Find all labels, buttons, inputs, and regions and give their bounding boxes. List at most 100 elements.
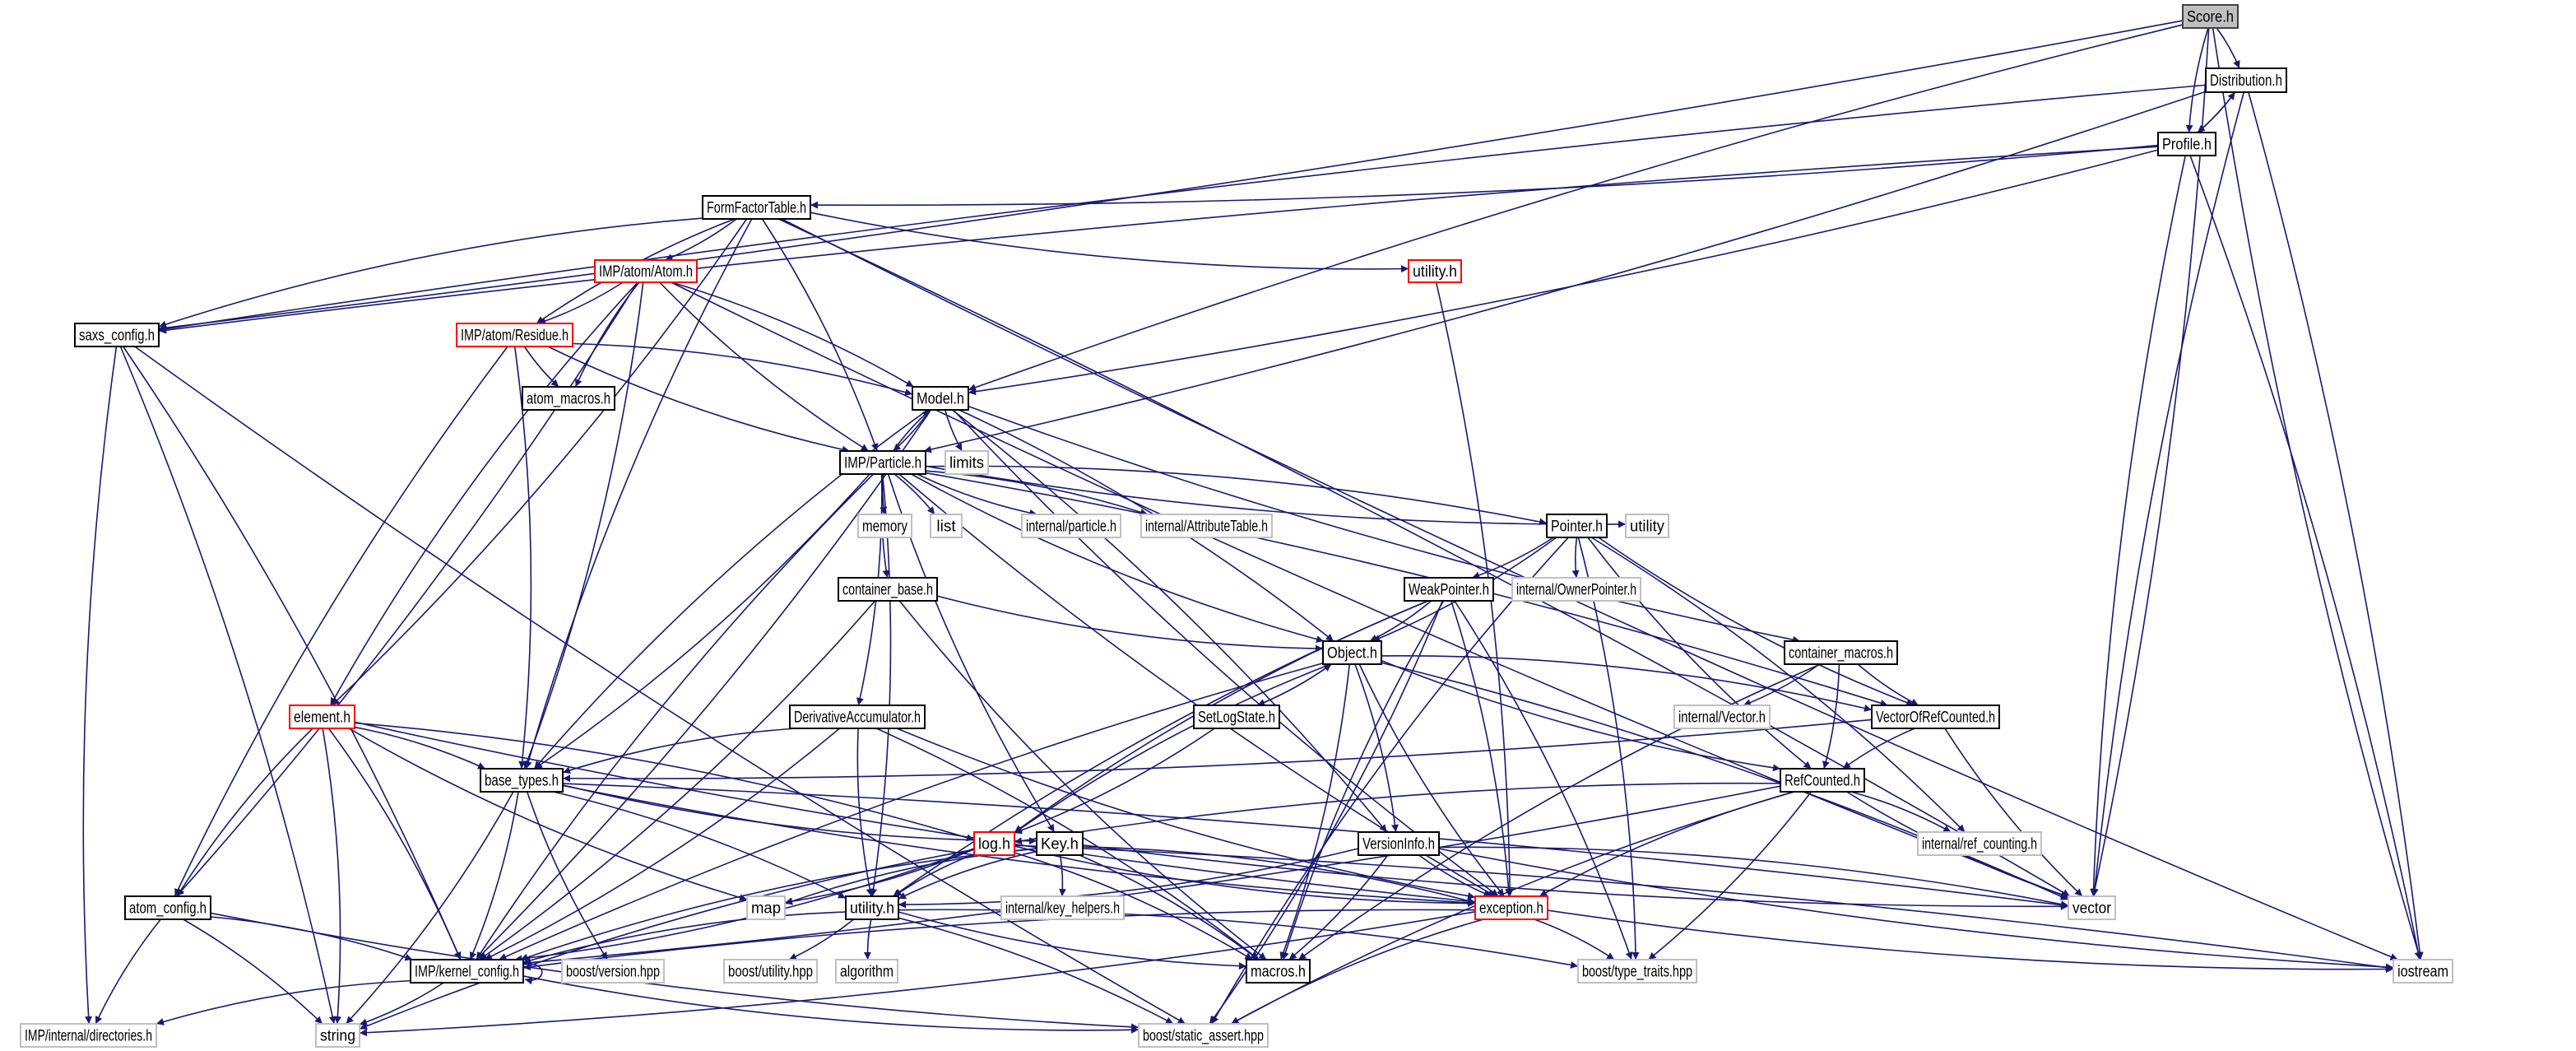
node-box[interactable] [480,768,564,793]
node-box[interactable] [594,259,698,283]
node-model[interactable]: Model.h [912,386,969,411]
node-vector[interactable]: vector [2068,895,2116,920]
node-box[interactable] [1193,705,1280,729]
node-limits[interactable]: limits [945,450,989,475]
node-box[interactable] [2157,132,2216,156]
node-box[interactable] [1577,959,1697,984]
node-container-base[interactable]: container_base.h [838,577,938,602]
node-vector-of-rc[interactable]: VectorOfRefCounted.h [1871,705,2000,729]
node-atom[interactable]: IMP/atom/Atom.h [594,259,698,283]
node-box[interactable] [1021,514,1121,538]
node-directories[interactable]: IMP/internal/directories.h [20,1023,157,1048]
node-box[interactable] [838,577,938,602]
node-box[interactable] [930,514,963,538]
node-saxs-config[interactable]: saxs_config.h [74,323,160,347]
node-box[interactable] [702,195,811,220]
node-box[interactable] [410,959,524,984]
node-ref-counted[interactable]: RefCounted.h [1780,768,1865,793]
node-box[interactable] [74,323,160,347]
node-box[interactable] [1917,831,2042,856]
node-base-types[interactable]: base_types.h [480,768,564,793]
node-set-log-state[interactable]: SetLogState.h [1193,705,1280,729]
node-derivative-acc[interactable]: DerivativeAccumulator.h [789,705,926,729]
node-box[interactable] [1474,895,1548,920]
node-box[interactable] [746,895,786,920]
node-internal-particle[interactable]: internal/particle.h [1021,514,1121,538]
node-container-macros[interactable]: container_macros.h [1784,640,1898,665]
node-box[interactable] [1784,640,1898,665]
node-box[interactable] [561,959,665,984]
node-memory[interactable]: memory [857,514,912,538]
node-box[interactable] [2182,4,2239,29]
node-pointer[interactable]: Pointer.h [1546,514,1608,538]
node-box[interactable] [1322,640,1382,665]
node-boost-version[interactable]: boost/version.hpp [561,959,665,984]
node-box[interactable] [124,895,211,920]
node-box[interactable] [522,386,615,411]
node-box[interactable] [1140,514,1273,538]
node-box[interactable] [2205,67,2287,93]
node-particle[interactable]: IMP/Particle.h [839,450,926,475]
node-profile[interactable]: Profile.h [2157,132,2216,156]
node-ref-counting[interactable]: internal/ref_counting.h [1917,831,2042,856]
node-box[interactable] [1358,831,1440,856]
node-box[interactable] [1408,259,1462,283]
node-key-helpers[interactable]: internal/key_helpers.h [1000,895,1125,920]
node-formfactor[interactable]: FormFactorTable.h [702,195,811,220]
node-box[interactable] [912,386,969,411]
node-weak-pointer[interactable]: WeakPointer.h [1404,577,1494,602]
node-box[interactable] [945,450,989,475]
node-box[interactable] [1673,705,1771,729]
node-box[interactable] [789,705,926,729]
node-box[interactable] [1871,705,2000,729]
node-attribute-table[interactable]: internal/AttributeTable.h [1140,514,1273,538]
node-utility-std[interactable]: utility [1625,514,1669,538]
node-residue[interactable]: IMP/atom/Residue.h [456,323,573,347]
node-algorithm[interactable]: algorithm [835,959,898,984]
node-box[interactable] [845,895,899,920]
node-log[interactable]: log.h [973,831,1015,856]
node-box[interactable] [1036,831,1084,856]
node-box[interactable] [723,959,818,984]
node-kernel-utility[interactable]: utility.h [845,895,899,920]
node-box[interactable] [857,514,912,538]
node-key[interactable]: Key.h [1036,831,1084,856]
node-string[interactable]: string [315,1023,360,1048]
node-score[interactable]: Score.h [2182,4,2239,29]
node-box[interactable] [2068,895,2116,920]
node-boost-utility[interactable]: boost/utility.hpp [723,959,818,984]
node-distribution[interactable]: Distribution.h [2205,67,2287,93]
node-owner-pointer[interactable]: internal/OwnerPointer.h [1511,577,1641,602]
node-box[interactable] [2393,959,2453,984]
node-box[interactable] [973,831,1015,856]
node-box[interactable] [1138,1023,1269,1048]
node-internal-vector[interactable]: internal/Vector.h [1673,705,1771,729]
node-box[interactable] [1404,577,1494,602]
node-macros[interactable]: macros.h [1246,959,1311,984]
node-box[interactable] [839,450,926,475]
node-box[interactable] [1625,514,1669,538]
node-box[interactable] [1780,768,1865,793]
node-box[interactable] [20,1023,157,1048]
node-object[interactable]: Object.h [1322,640,1382,665]
node-saxs-utility[interactable]: utility.h [1408,259,1462,283]
node-version-info[interactable]: VersionInfo.h [1358,831,1440,856]
node-box[interactable] [1000,895,1125,920]
node-map[interactable]: map [746,895,786,920]
node-type-traits[interactable]: boost/type_traits.hpp [1577,959,1697,984]
node-box[interactable] [835,959,898,984]
node-box[interactable] [1246,959,1311,984]
node-iostream[interactable]: iostream [2393,959,2453,984]
node-list[interactable]: list [930,514,963,538]
node-box[interactable] [1511,577,1641,602]
node-kernel-config[interactable]: IMP/kernel_config.h [410,959,524,984]
node-exception[interactable]: exception.h [1474,895,1548,920]
node-static-assert[interactable]: boost/static_assert.hpp [1138,1023,1269,1048]
node-box[interactable] [1546,514,1608,538]
node-box[interactable] [456,323,573,347]
node-box[interactable] [315,1023,360,1048]
node-element[interactable]: element.h [289,705,355,729]
node-atom-config[interactable]: atom_config.h [124,895,211,920]
node-box[interactable] [289,705,355,729]
node-atom-macros[interactable]: atom_macros.h [522,386,615,411]
